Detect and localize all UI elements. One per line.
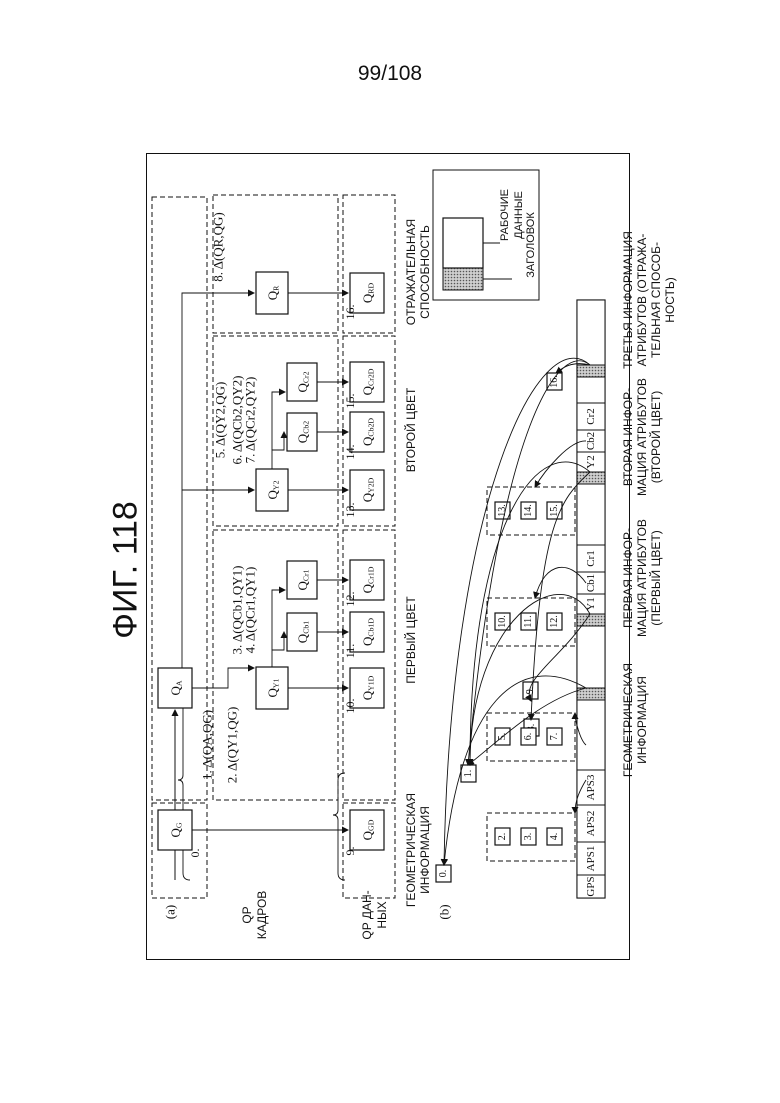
step-label-0: 0. xyxy=(188,849,202,858)
section-label-reflectance-2: СПОСОБНОСТЬ xyxy=(418,225,432,319)
stream-segment-a2-payload-pad xyxy=(577,484,605,545)
legend-payload-label-2: ДАННЫЕ xyxy=(513,191,525,239)
stream-group-5-7-item-1-label: 6. xyxy=(523,733,534,741)
section-label-first-color: ПЕРВЫЙ ЦВЕТ xyxy=(403,596,418,684)
curve-a3-1 xyxy=(468,361,590,765)
stream-box-1-label: 1. xyxy=(463,770,474,778)
step-label-15: 15. xyxy=(343,394,357,409)
part-a-label: (a) xyxy=(163,905,178,919)
arrow-qy1-qcb1 xyxy=(272,632,284,667)
step-label-5: 5. Δ(QY2,QG) xyxy=(213,382,228,459)
stream-caption-attr2-2: МАЦИЯ АТРИБУТОВ xyxy=(635,378,649,496)
stream-caption-attr1-1: ПЕРВАЯ ИНФОР- xyxy=(621,528,635,628)
stream-segment-hdr-a3 xyxy=(577,365,605,377)
step-label-12: 12. xyxy=(343,592,357,607)
stream-label-gps: GPS xyxy=(585,876,597,896)
step-label-10: 10. xyxy=(343,699,357,714)
stream-group-2-4-item-0-label: 2. xyxy=(497,833,508,841)
stream-label-cr1: Cr1 xyxy=(585,550,597,567)
attribute-frame-box xyxy=(152,197,207,800)
stream-segment-geo-payload xyxy=(577,700,605,770)
step-label-9: 9. xyxy=(343,847,357,856)
step-label-2: 2. Δ(QY1,QG) xyxy=(225,707,240,784)
stream-label-cr2: Cr2 xyxy=(585,408,597,425)
step-label-11: 11. xyxy=(343,644,357,659)
step-label-1: 1. Δ(QA,QG) xyxy=(200,710,215,780)
step-label-13: 13. xyxy=(343,503,357,518)
stream-group-2-4-item-1-label: 3. xyxy=(523,833,534,841)
row-label-frame-qp-2: КАДРОВ xyxy=(255,891,269,940)
stream-label-aps1: APS1 xyxy=(585,846,597,872)
stream-segment-hdr-a2 xyxy=(577,472,605,484)
section-label-geometry-1: ГЕОМЕТРИЧЕСКАЯ xyxy=(404,793,418,907)
stream-segment-a3-payload xyxy=(577,300,605,365)
legend-payload-swatch xyxy=(443,218,483,268)
stream-caption-attr2-1: ВТОРАЯ ИНФОР- xyxy=(621,388,635,486)
legend-header-label: ЗАГОЛОВОК xyxy=(525,212,537,278)
step-label-16: 16. xyxy=(343,305,357,320)
stream-segment-a1-payload-pad xyxy=(577,626,605,688)
stream-label-cb2: Cb2 xyxy=(585,432,597,450)
stream-group-5-7-item-2-label: 7. xyxy=(549,733,560,741)
arrow-qy1-qcr1 xyxy=(272,590,285,650)
stream-label-y2: Y2 xyxy=(585,455,597,468)
legend-payload-label-1: РАБОЧИЕ xyxy=(499,189,511,241)
section-label-reflectance-1: ОТРАЖАТЕЛЬНАЯ xyxy=(404,219,418,325)
row-label-data-qp-2: НЫХ xyxy=(375,901,389,928)
stream-caption-attr3-2: АТРИБУТОВ (ОТРАЖА- xyxy=(635,234,649,367)
stream-box-0-label: 0. xyxy=(438,870,449,878)
stream-group-10-12-item-2-label: 12. xyxy=(549,615,560,628)
stream-caption-geometry-2: ИНФОРМАЦИЯ xyxy=(635,676,649,764)
stream-group-13-15-item-1-label: 14. xyxy=(523,504,534,517)
step-label-7: 7. Δ(QCr2,QY2) xyxy=(243,377,258,464)
section-label-second-color: ВТОРОЙ ЦВЕТ xyxy=(403,387,418,472)
stream-label-aps2: APS2 xyxy=(585,811,597,837)
stream-label-cb1: Cb1 xyxy=(585,574,597,592)
arrow-qy2-qcb2 xyxy=(272,432,284,469)
step-label-8: 8. Δ(QR,QG) xyxy=(211,212,226,281)
arrow-qa-qy1 xyxy=(192,668,254,688)
stream-group-2-4-item-2-label: 4. xyxy=(549,833,560,841)
stream-caption-attr3-3: ТЕЛЬНАЯ СПОСОБ- xyxy=(649,242,663,358)
arrow-qy2-qcr2 xyxy=(272,392,285,450)
stream-caption-attr3-1: ТРЕТЬЯ ИНФОРМАЦИЯ xyxy=(621,231,635,369)
stream-group-10-12-item-1-label: 11. xyxy=(523,615,534,627)
part-b-label: (b) xyxy=(437,904,452,919)
step-label-14: 14. xyxy=(343,445,357,460)
section-label-geometry-2: ИНФОРМАЦИЯ xyxy=(418,806,432,894)
curve-a3-0 xyxy=(444,358,590,865)
stream-segment-hdr-a1 xyxy=(577,614,605,626)
stream-caption-geometry-1: ГЕОМЕТРИЧЕСКАЯ xyxy=(621,663,635,777)
stream-caption-attr2-3: (ВТОРОЙ ЦВЕТ) xyxy=(648,391,663,484)
legend-header-swatch xyxy=(443,268,483,290)
stream-caption-attr3-4: НОСТЬ) xyxy=(663,277,677,322)
stream-label-aps3: APS3 xyxy=(585,774,597,800)
stream-segment-a3-pad xyxy=(577,377,605,403)
stream-group-10-12-item-0-label: 10. xyxy=(497,615,508,628)
stream-caption-attr1-2: МАЦИЯ АТРИБУТОВ xyxy=(635,519,649,637)
step-label-4: 4. Δ(QCr1,QY1) xyxy=(243,567,258,654)
row-label-frame-qp-1: QP xyxy=(240,906,254,923)
stream-caption-attr1-3: (ПЕРВЫЙ ЦВЕТ) xyxy=(648,530,663,625)
